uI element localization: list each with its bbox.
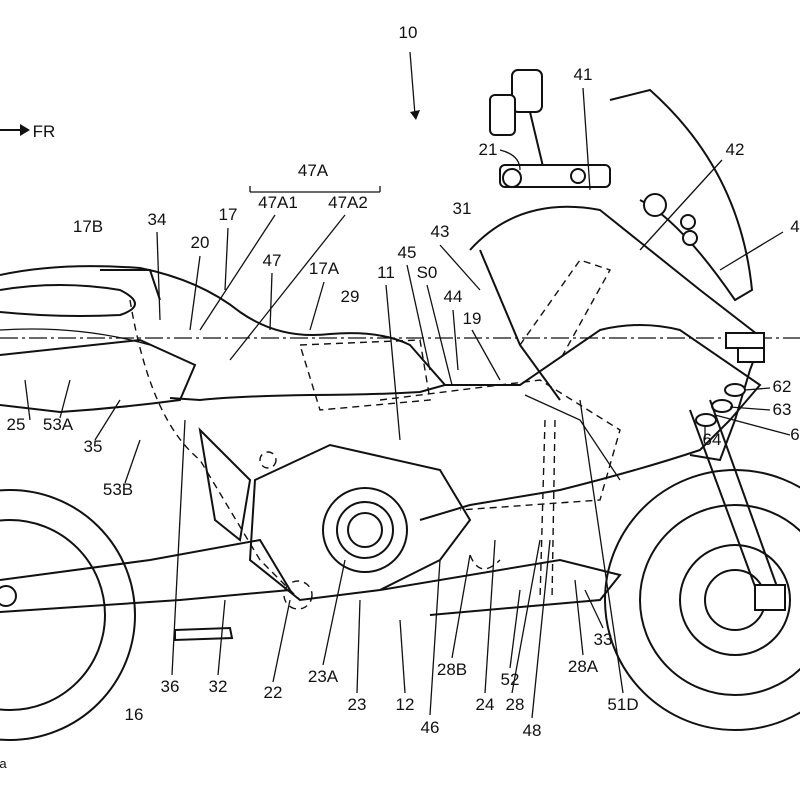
label-16: 16	[125, 705, 144, 724]
label-48: 48	[523, 721, 542, 740]
label-41: 41	[574, 65, 593, 84]
rear-wheel	[0, 489, 136, 741]
label-22: 22	[264, 683, 283, 702]
label-64: 64	[703, 430, 722, 449]
hidden-storage	[299, 339, 431, 411]
label-6-cut: 6	[790, 425, 799, 444]
label-23: 23	[348, 695, 367, 714]
label-36: 36	[161, 677, 180, 696]
leader-lines	[24, 51, 791, 719]
label-47a2: 47A2	[328, 193, 368, 212]
label-47a1: 47A1	[258, 193, 298, 212]
label-25: 25	[7, 415, 26, 434]
label-47a: 47A	[298, 161, 329, 180]
label-20: 20	[191, 233, 210, 252]
label-28a: 28A	[568, 657, 599, 676]
rear-body-cover	[0, 338, 197, 414]
label-42: 42	[726, 140, 745, 159]
footrest	[174, 626, 234, 642]
label-29: 29	[341, 287, 360, 306]
label-32: 32	[209, 677, 228, 696]
label-21: 21	[479, 140, 498, 159]
label-52: 52	[501, 670, 520, 689]
label-s0: S0	[417, 263, 438, 282]
label-63: 63	[773, 400, 792, 419]
label-17a: 17A	[309, 259, 340, 278]
label-44: 44	[444, 287, 463, 306]
label-17b: 17B	[73, 217, 103, 236]
label-11: 11	[377, 263, 395, 282]
label-43: 43	[431, 222, 450, 241]
fork-bottom	[754, 584, 786, 611]
clutch-cover	[322, 487, 408, 573]
label-23a: 23A	[308, 667, 339, 686]
label-4-cut: 4	[790, 217, 799, 236]
label-45: 45	[398, 243, 417, 262]
label-24: 24	[476, 695, 495, 714]
front-lamps	[695, 383, 746, 427]
seat	[0, 265, 447, 402]
label-53a: 53A	[43, 415, 74, 434]
label-28b: 28B	[437, 660, 467, 679]
label-51d: 51D	[607, 695, 638, 714]
label-28: 28	[506, 695, 525, 714]
mirror-handlebar	[489, 69, 698, 246]
swing-arm	[0, 538, 292, 613]
label-31: 31	[453, 199, 472, 218]
label-53b: 53B	[103, 480, 133, 499]
front-direction-arrow	[0, 124, 30, 136]
label-19: 19	[463, 309, 482, 328]
label-46: 46	[421, 718, 440, 737]
label-fr: FR	[33, 122, 56, 141]
label-35: 35	[84, 437, 103, 456]
label-62: 62	[773, 377, 792, 396]
label-a-cut: a	[0, 756, 7, 771]
label-47: 47	[263, 251, 282, 270]
windscreen	[609, 88, 754, 302]
label-34: 34	[148, 210, 167, 229]
label-17: 17	[219, 205, 238, 224]
label-10: 10	[399, 23, 418, 42]
label-33: 33	[594, 630, 613, 649]
label-12: 12	[396, 695, 415, 714]
front-fork	[689, 399, 781, 601]
rear-grab	[0, 284, 136, 317]
